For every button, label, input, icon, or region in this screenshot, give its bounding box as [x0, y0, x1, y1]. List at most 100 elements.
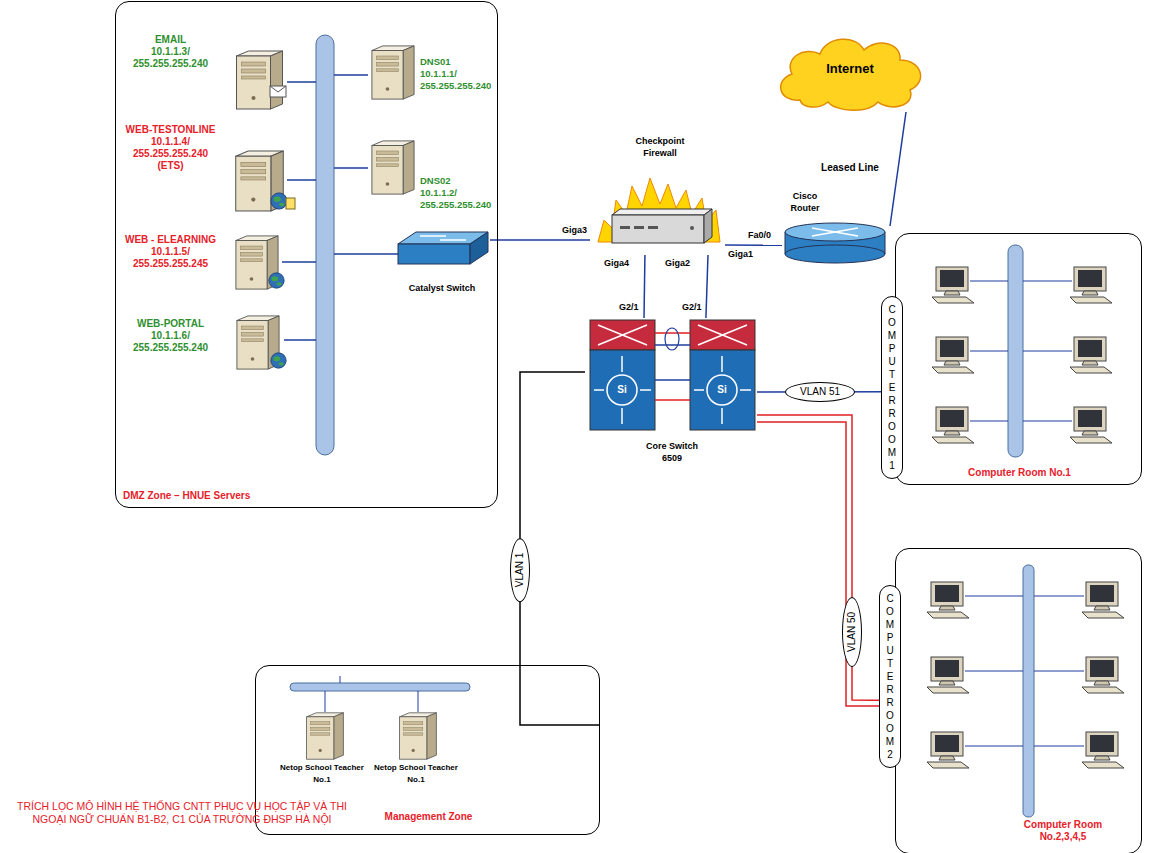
illustration-part	[612, 215, 704, 243]
pc-link	[1023, 421, 1072, 422]
pc-link	[1023, 351, 1072, 352]
illustration-part	[721, 408, 723, 424]
illustration-part	[440, 239, 466, 241]
illustration-part	[590, 320, 755, 430]
pc-link	[965, 596, 1023, 597]
email-server: EMAIL 10.1.1.3/ 255.255.255.240	[118, 32, 290, 114]
illustration-part	[655, 344, 690, 346]
node-label: Internet	[770, 63, 930, 75]
illustration-part	[1008, 245, 1023, 457]
pc-link	[970, 421, 1008, 422]
firewall: Checkpoint Firewall	[590, 135, 725, 255]
si-label: Si	[712, 384, 732, 395]
pc-icon	[1082, 732, 1124, 768]
pc-link	[1034, 746, 1084, 747]
node-label: EMAIL 10.1.1.3/ 255.255.255.240	[118, 34, 223, 70]
vertical-room-label: COMPUTERROOM2	[879, 585, 901, 768]
network-link	[706, 255, 708, 318]
pc-icon	[1082, 582, 1124, 618]
illustration-part	[420, 236, 466, 240]
illustration-part	[612, 209, 712, 215]
illustration-part	[1023, 565, 1034, 817]
internet-cloud: Internet	[770, 30, 930, 112]
diagram-caption: TRÍCH LỌC MÔ HÌNH HỆ THỐNG CNTT PHỤC VỤ …	[12, 800, 352, 826]
illustration-part	[470, 232, 488, 264]
node-label: Netop School Teacher No.1	[278, 762, 366, 786]
web-server: WEB-PORTAL 10.1.1.6/ 255.255.255.240	[118, 312, 290, 374]
illustration-part	[418, 691, 419, 712]
pc-icon	[1082, 657, 1124, 693]
catalyst-switch: Catalyst Switch	[395, 228, 490, 300]
illustration-part	[286, 198, 295, 209]
vlan-oval: VLAN 51	[785, 382, 855, 402]
illustration-part	[694, 389, 704, 391]
web-server: WEB - ELEARNING 10.1.1.5/ 255.255.255.24…	[118, 232, 286, 294]
illustration-part	[655, 379, 690, 381]
pc-link	[965, 671, 1023, 672]
core-switch: Core Switch 6509	[585, 318, 757, 472]
illustration-part	[334, 253, 398, 255]
illustration-part	[372, 141, 414, 194]
pc-icon	[932, 267, 974, 303]
illustration-part	[620, 226, 630, 229]
illustration-part	[269, 273, 284, 288]
vertical-room-label: COMPUTERROOM1	[881, 296, 903, 479]
illustration-part	[334, 167, 368, 169]
network-link	[643, 255, 645, 318]
si-label: Si	[612, 384, 632, 395]
illustration-part	[698, 325, 747, 345]
port-label: Fa0/0	[748, 230, 771, 241]
illustration-part	[812, 228, 858, 236]
node-label: DNS01 10.1.1.1/ 255.255.255.240	[420, 56, 496, 92]
pc-icon	[1070, 337, 1112, 373]
pc-icon	[927, 582, 969, 618]
port-label: G2/1	[619, 302, 639, 313]
illustration-part	[284, 339, 316, 341]
illustration-part	[648, 226, 658, 229]
illustration-part	[271, 353, 286, 368]
illustration-part	[757, 422, 895, 706]
illustration-part	[340, 676, 341, 683]
illustration-part	[282, 75, 398, 340]
illustration-part	[812, 228, 858, 236]
port-label: Giga1	[728, 249, 753, 260]
node-label: Cisco Router	[770, 190, 840, 214]
illustration-part	[607, 375, 637, 405]
illustration-part	[740, 389, 751, 391]
node-label: WEB - ELEARNING 10.1.1.5/ 255.255.255.24…	[118, 234, 223, 270]
illustration-part	[927, 267, 1124, 768]
node-label: Checkpoint Firewall	[612, 135, 708, 159]
node-label: DNS02 10.1.1.2/ 255.255.255.240	[420, 175, 496, 211]
pc-link	[1023, 281, 1072, 282]
illustration-part	[655, 332, 690, 334]
illustration-part	[655, 399, 690, 401]
dns-server: DNS01 10.1.1.1/ 255.255.255.240	[365, 42, 497, 104]
pc-icon	[932, 337, 974, 373]
pc-icon	[927, 732, 969, 768]
illustration-part	[785, 223, 885, 241]
illustration-part	[420, 235, 446, 237]
illustration-part	[721, 356, 723, 372]
pc-link	[965, 746, 1023, 747]
illustration-part	[621, 356, 623, 372]
illustration-part	[620, 226, 694, 230]
vlan-oval: VLAN 50	[842, 597, 862, 667]
computer-room-panel: Computer Room No.1	[895, 233, 1142, 485]
teacher-server: Netop School Teacher No.1	[278, 700, 366, 795]
illustration-part	[598, 325, 647, 345]
illustration-part	[287, 81, 316, 83]
illustration-part	[707, 375, 737, 405]
illustration-part	[325, 691, 326, 712]
network-link	[490, 239, 590, 241]
illustration-part	[590, 320, 655, 350]
illustration-part	[594, 389, 604, 391]
illustration-part	[621, 408, 623, 424]
illustration-part	[290, 683, 470, 691]
illustration-part	[698, 325, 747, 345]
dmz-zone-panel: DMZ Zone – HNUE ServersEMAIL 10.1.1.3/ 2…	[115, 1, 498, 508]
vlan-oval: VLAN 1	[510, 538, 530, 602]
illustration-part	[590, 350, 655, 430]
illustration-part	[237, 51, 283, 109]
illustration-part	[690, 226, 694, 230]
